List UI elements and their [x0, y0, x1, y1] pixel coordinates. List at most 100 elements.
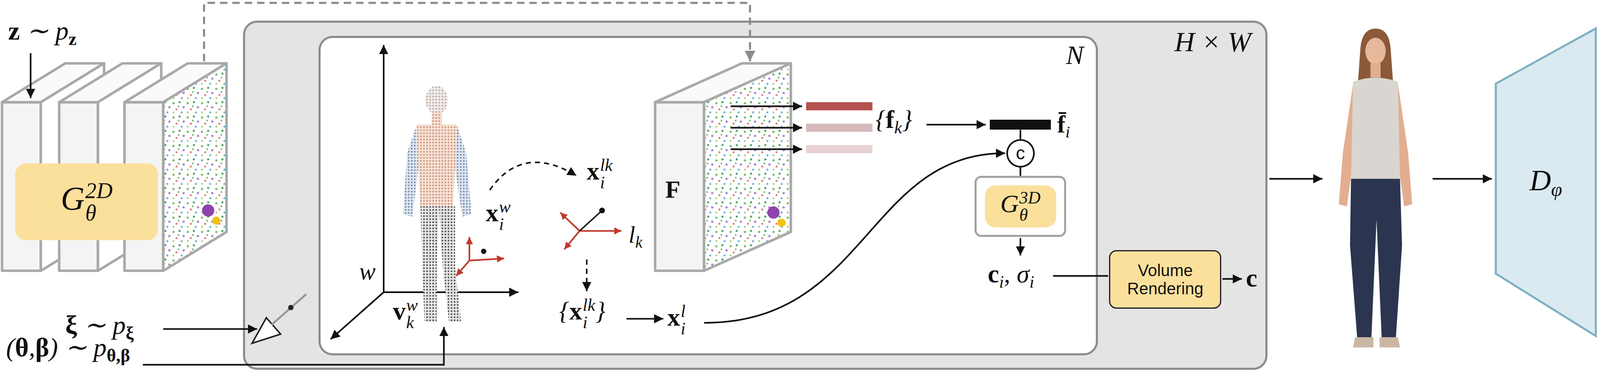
text-part: ∼ p: [19, 16, 69, 46]
point-label: xil: [667, 302, 686, 338]
text-part: H × W: [1174, 25, 1251, 58]
text-part: i: [499, 215, 511, 233]
point-label: {xilk}: [559, 296, 606, 331]
text-part: (: [6, 332, 15, 362]
discriminator-trapezoid: Dφ: [1494, 26, 1597, 338]
axis-label: lk: [628, 221, 643, 252]
panel-label: N: [1066, 40, 1084, 70]
flow-arrows: [30, 53, 1492, 365]
text-part: 3D: [1019, 188, 1041, 207]
text-anchor: f̄i: [1057, 110, 1070, 142]
text-part: ξ: [125, 323, 134, 343]
text-part: }: [901, 105, 913, 134]
text-part: lk: [599, 156, 613, 174]
local-frame: [560, 207, 622, 291]
text-part: x: [667, 302, 680, 331]
text-part: c: [987, 259, 1000, 288]
world-axes: [330, 44, 519, 340]
box-label: Volume Rendering: [1116, 261, 1215, 298]
label-anchor: ci, σi: [987, 259, 1035, 292]
script-stack: ilk: [582, 296, 595, 331]
text-anchor: H × W: [1174, 26, 1251, 58]
generator-stack: [2, 63, 227, 271]
text-part: f: [885, 105, 895, 134]
text-part: k: [894, 117, 902, 137]
point-label: xiw: [485, 198, 511, 233]
ray-sample-panel: NFf̄icGθ3D: [318, 35, 1099, 356]
feature-label: {fk}: [875, 105, 913, 137]
text-part: {: [559, 296, 570, 325]
label-anchor: xilk: [586, 156, 613, 192]
connector: [204, 2, 751, 62]
text-part: i: [1065, 122, 1070, 142]
text-part: ) ∼ p: [49, 332, 107, 362]
feature-label: f̄i: [1057, 110, 1070, 142]
text-anchor: F: [665, 175, 681, 203]
mlp-label: Gθ3D: [1000, 188, 1041, 224]
label-anchor: xiw: [485, 198, 511, 233]
label-anchor: {xilk}: [559, 296, 606, 331]
text-part: c: [1246, 263, 1258, 292]
volume-render-box: Volume Rendering: [1109, 250, 1222, 309]
point-frame: [456, 162, 577, 276]
text-part: φ: [1550, 177, 1563, 201]
mlp-pill: Gθ3D: [984, 185, 1057, 227]
concat-circle: c: [1006, 139, 1035, 168]
output-label: ci, σi: [987, 259, 1035, 292]
text-part: ,: [28, 332, 36, 362]
script-stack: θ3D: [1019, 188, 1041, 224]
text-part: G: [60, 179, 85, 217]
feature-plane-slab: [655, 63, 791, 271]
text-part: lk: [582, 296, 595, 314]
vertex-label: vkw: [392, 296, 418, 331]
text-part: c: [1015, 142, 1025, 163]
text-part: N: [1066, 40, 1084, 70]
text-part: i: [680, 319, 686, 338]
operator-label: c: [1015, 143, 1025, 163]
text-part: {: [875, 105, 886, 134]
point-label: xilk: [586, 156, 613, 192]
discriminator-label: Dφ: [1529, 164, 1563, 201]
text-part: k: [405, 313, 418, 331]
distribution-label: z ∼ pz: [8, 16, 77, 50]
text-part: D: [1529, 163, 1551, 197]
camera-icon: [252, 294, 307, 344]
trapezoid-shape: [1496, 28, 1596, 336]
text-part: F: [665, 175, 681, 203]
text-part: f̄: [1057, 110, 1066, 138]
script-stack: il: [680, 302, 686, 338]
text-part: x: [586, 156, 600, 185]
text-part: Volume Rendering: [1127, 261, 1204, 298]
script-stack: ilk: [599, 156, 613, 192]
text-part: θ: [14, 332, 29, 362]
text-part: w: [359, 257, 376, 285]
mlp-block: Gθ3D: [974, 175, 1067, 238]
text-part: i: [582, 313, 595, 331]
text-part: v: [392, 296, 406, 325]
text-part: 2D: [85, 179, 113, 202]
generator-block: Gθ2D: [0, 61, 233, 272]
feature-plane: F: [653, 61, 793, 273]
text-part: , σ: [1003, 259, 1030, 288]
rendered-person: [1338, 28, 1413, 347]
label-anchor: xil: [667, 302, 686, 338]
text-part: l: [628, 221, 636, 248]
human-point-cloud: [403, 85, 472, 322]
text-part: k: [635, 233, 643, 252]
distribution-label: (θ,β) ∼ pθ,β: [6, 332, 130, 366]
text-part: θ: [1019, 206, 1041, 224]
feature-bars: [806, 102, 873, 154]
label-anchor: {fk}: [875, 105, 913, 137]
panel-label: H × W: [1174, 26, 1251, 58]
connector: [1019, 129, 1022, 139]
label-anchor: z ∼ pz: [8, 16, 77, 50]
label-anchor: w: [359, 257, 376, 285]
script-stack: θ2D: [85, 179, 113, 225]
text-part: G: [1000, 189, 1019, 218]
label-anchor: lk: [628, 221, 643, 252]
text-part: i: [1029, 271, 1035, 291]
feature-bar: f̄i: [989, 119, 1051, 130]
